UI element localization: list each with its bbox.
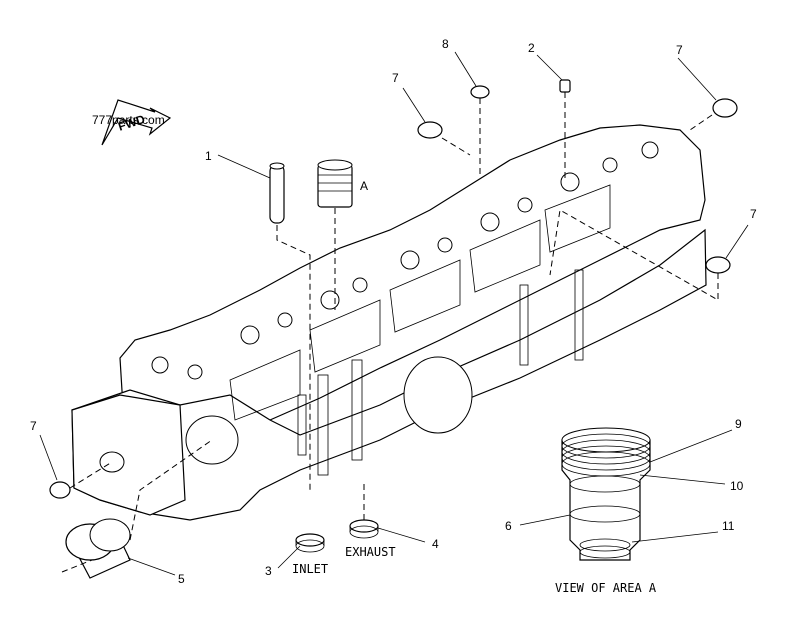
front-slots xyxy=(297,269,584,476)
callout-7-top-right: 7 xyxy=(676,43,683,57)
part-7-plug-left xyxy=(49,461,113,499)
callout-4: 4 xyxy=(432,537,439,551)
fwd-indicator: FWD 777parts.com xyxy=(92,99,172,146)
injector-sleeve-area-a xyxy=(317,159,353,310)
side-boss xyxy=(403,356,473,434)
callout-10: 10 xyxy=(730,479,744,493)
callout-3: 3 xyxy=(265,564,272,578)
end-port-1 xyxy=(99,451,125,473)
part-3-inlet-seat xyxy=(295,533,325,553)
callout-8: 8 xyxy=(442,37,449,51)
leader-lines xyxy=(39,51,749,576)
part-7-plug-right xyxy=(549,209,731,301)
callout-7-left: 7 xyxy=(30,419,37,433)
view-area-label: VIEW OF AREA A xyxy=(555,581,657,595)
part-2-plug xyxy=(559,79,571,178)
callout-11: 11 xyxy=(722,519,735,533)
part-8-plug xyxy=(470,85,490,175)
callout-7-top-left: 7 xyxy=(392,71,399,85)
cylinder-head-body xyxy=(71,124,707,521)
area-a-marker: A xyxy=(360,179,368,193)
detail-injector-sleeve xyxy=(561,427,651,561)
part-5-cup-plug xyxy=(61,439,213,579)
callout-6: 6 xyxy=(505,519,512,533)
part-7-plug-top-left xyxy=(417,121,471,156)
part-4-exhaust-seat xyxy=(349,480,379,539)
end-port-2 xyxy=(185,415,239,465)
watermark: 777parts.com xyxy=(92,113,165,127)
callout-2: 2 xyxy=(528,41,535,55)
deck-holes xyxy=(151,141,659,380)
callout-1: 1 xyxy=(205,149,212,163)
exhaust-label: EXHAUST xyxy=(345,545,396,559)
callout-7-right: 7 xyxy=(750,207,757,221)
part-7-plug-top-right xyxy=(689,98,738,131)
inlet-label: INLET xyxy=(292,562,328,576)
callout-9: 9 xyxy=(735,417,742,431)
part-1-pin xyxy=(269,162,311,490)
callout-5: 5 xyxy=(178,572,185,586)
